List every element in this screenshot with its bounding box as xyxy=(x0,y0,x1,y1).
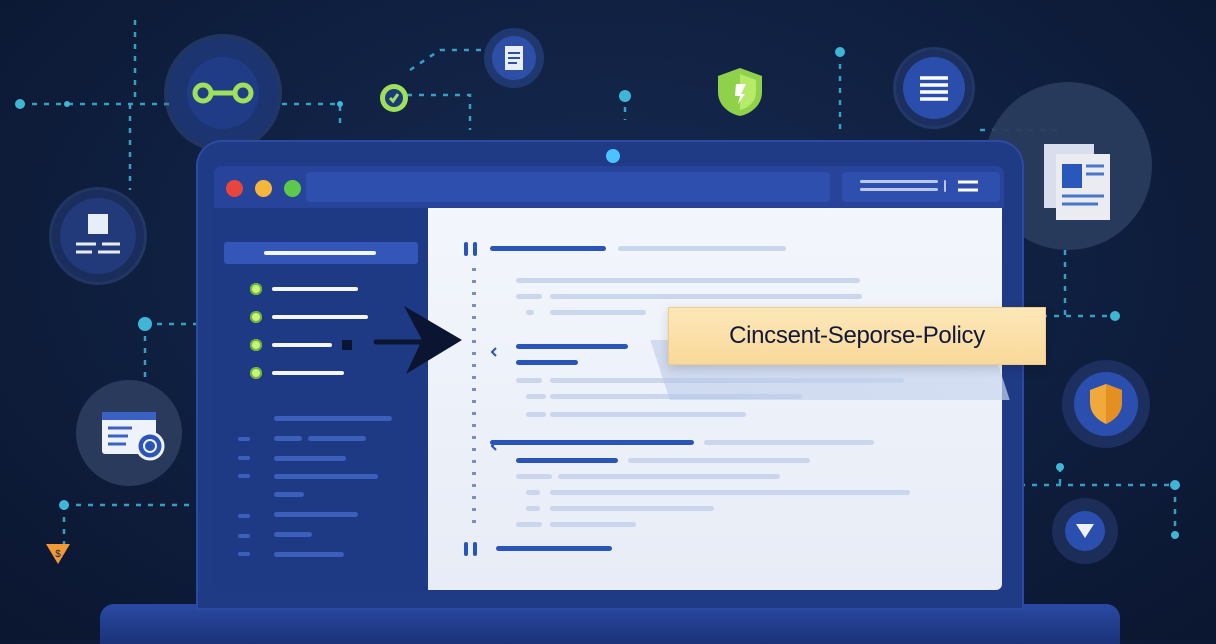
code-line xyxy=(628,458,810,463)
code-line xyxy=(516,278,860,283)
gutter-marker xyxy=(464,542,468,556)
sidebar-selected-item[interactable] xyxy=(224,242,418,264)
address-bar[interactable] xyxy=(306,172,830,202)
code-line xyxy=(550,412,746,417)
title-bar xyxy=(214,166,1004,208)
laptop-base xyxy=(100,604,1120,644)
close-window-button[interactable] xyxy=(226,180,243,197)
code-line xyxy=(516,522,542,527)
menu-list-icon xyxy=(903,57,965,119)
sidebar-item[interactable] xyxy=(250,282,358,296)
sidebar-selected-label xyxy=(264,251,376,255)
check-badge-icon xyxy=(385,89,403,107)
maximize-window-button[interactable] xyxy=(284,180,301,197)
status-dot-icon xyxy=(250,367,262,379)
code-line xyxy=(550,490,910,495)
sidebar-placeholder-line xyxy=(238,456,250,460)
code-line xyxy=(496,546,612,551)
code-line xyxy=(516,360,578,365)
sidebar-placeholder-line xyxy=(274,512,358,517)
cube-icon xyxy=(60,198,136,274)
menu-node xyxy=(896,50,972,126)
code-line xyxy=(526,506,540,511)
code-line xyxy=(516,344,628,349)
code-line xyxy=(516,378,542,383)
code-line xyxy=(704,440,874,445)
gutter-ticks xyxy=(472,268,497,523)
policy-tooltip-text: Cincsent-Seporse-Policy xyxy=(729,322,985,349)
hamburger-icon xyxy=(958,180,978,192)
code-line xyxy=(558,474,780,479)
code-line xyxy=(550,522,636,527)
svg-text:$: $ xyxy=(55,549,61,560)
sidebar-placeholder-line xyxy=(274,416,392,421)
sidebar-placeholder-line xyxy=(238,474,250,478)
sidebar-item-label xyxy=(272,315,368,319)
warning-icon: $ xyxy=(46,544,70,564)
sidebar-placeholder-line xyxy=(274,492,304,497)
triangle-badge-node xyxy=(1052,498,1118,564)
sidebar-placeholder-line xyxy=(238,534,250,538)
code-line xyxy=(550,310,646,315)
sidebar-item[interactable] xyxy=(250,366,344,380)
sidebar-placeholder-line xyxy=(238,552,250,556)
document-icon xyxy=(492,36,536,80)
status-dot-icon xyxy=(250,311,262,323)
link-icon xyxy=(187,57,259,129)
sidebar-placeholder-line xyxy=(238,437,250,441)
shield-icon xyxy=(718,68,762,116)
code-line xyxy=(490,246,606,251)
browser-search-icon xyxy=(102,412,165,461)
menu-button[interactable] xyxy=(956,179,980,195)
code-line xyxy=(490,440,694,445)
shield-badge-icon xyxy=(1074,372,1138,436)
sidebar-placeholder-line xyxy=(308,436,366,441)
sidebar-placeholder-line xyxy=(274,474,378,479)
sidebar xyxy=(214,208,428,594)
sidebar-placeholder-line xyxy=(274,456,346,461)
document-node xyxy=(484,28,544,88)
code-line xyxy=(516,458,618,463)
sidebar-placeholder-line xyxy=(274,552,344,557)
code-line xyxy=(550,294,862,299)
code-line xyxy=(526,394,546,399)
camera-icon xyxy=(606,149,620,163)
toolbar-line xyxy=(860,188,938,191)
gutter-marker xyxy=(473,242,477,256)
link-node xyxy=(168,38,278,148)
toolbar-line xyxy=(860,180,938,183)
code-line xyxy=(550,506,714,511)
documents-icon xyxy=(1044,144,1110,220)
gutter-marker xyxy=(464,242,468,256)
code-line xyxy=(526,310,534,315)
code-line xyxy=(526,490,540,495)
sidebar-item-label xyxy=(272,343,332,347)
gutter-marker xyxy=(473,542,477,556)
sidebar-item[interactable] xyxy=(250,338,352,352)
sidebar-placeholder-line xyxy=(274,436,302,441)
check-node xyxy=(380,84,408,112)
pointer-arrow-icon xyxy=(373,306,462,374)
cube-node xyxy=(52,190,144,282)
status-dot-icon xyxy=(250,283,262,295)
code-line xyxy=(516,294,542,299)
sidebar-item[interactable] xyxy=(250,310,368,324)
triangle-badge-icon xyxy=(1065,511,1105,551)
policy-tooltip: Cincsent-Seporse-Policy xyxy=(668,307,1046,365)
toolbar-divider xyxy=(944,180,946,192)
minimize-window-button[interactable] xyxy=(255,180,272,197)
shield-badge-node xyxy=(1062,360,1150,448)
code-line xyxy=(516,474,552,479)
status-dot-icon xyxy=(250,339,262,351)
code-line xyxy=(526,412,546,417)
toolbar-controls xyxy=(842,172,1000,202)
sidebar-item-label xyxy=(272,371,344,375)
browser-search-node xyxy=(76,380,182,486)
sidebar-placeholder-line xyxy=(274,532,312,537)
sidebar-item-label xyxy=(272,287,358,291)
code-line xyxy=(618,246,786,251)
cursor-marker-icon xyxy=(342,340,352,350)
sidebar-placeholder-line xyxy=(238,514,250,518)
